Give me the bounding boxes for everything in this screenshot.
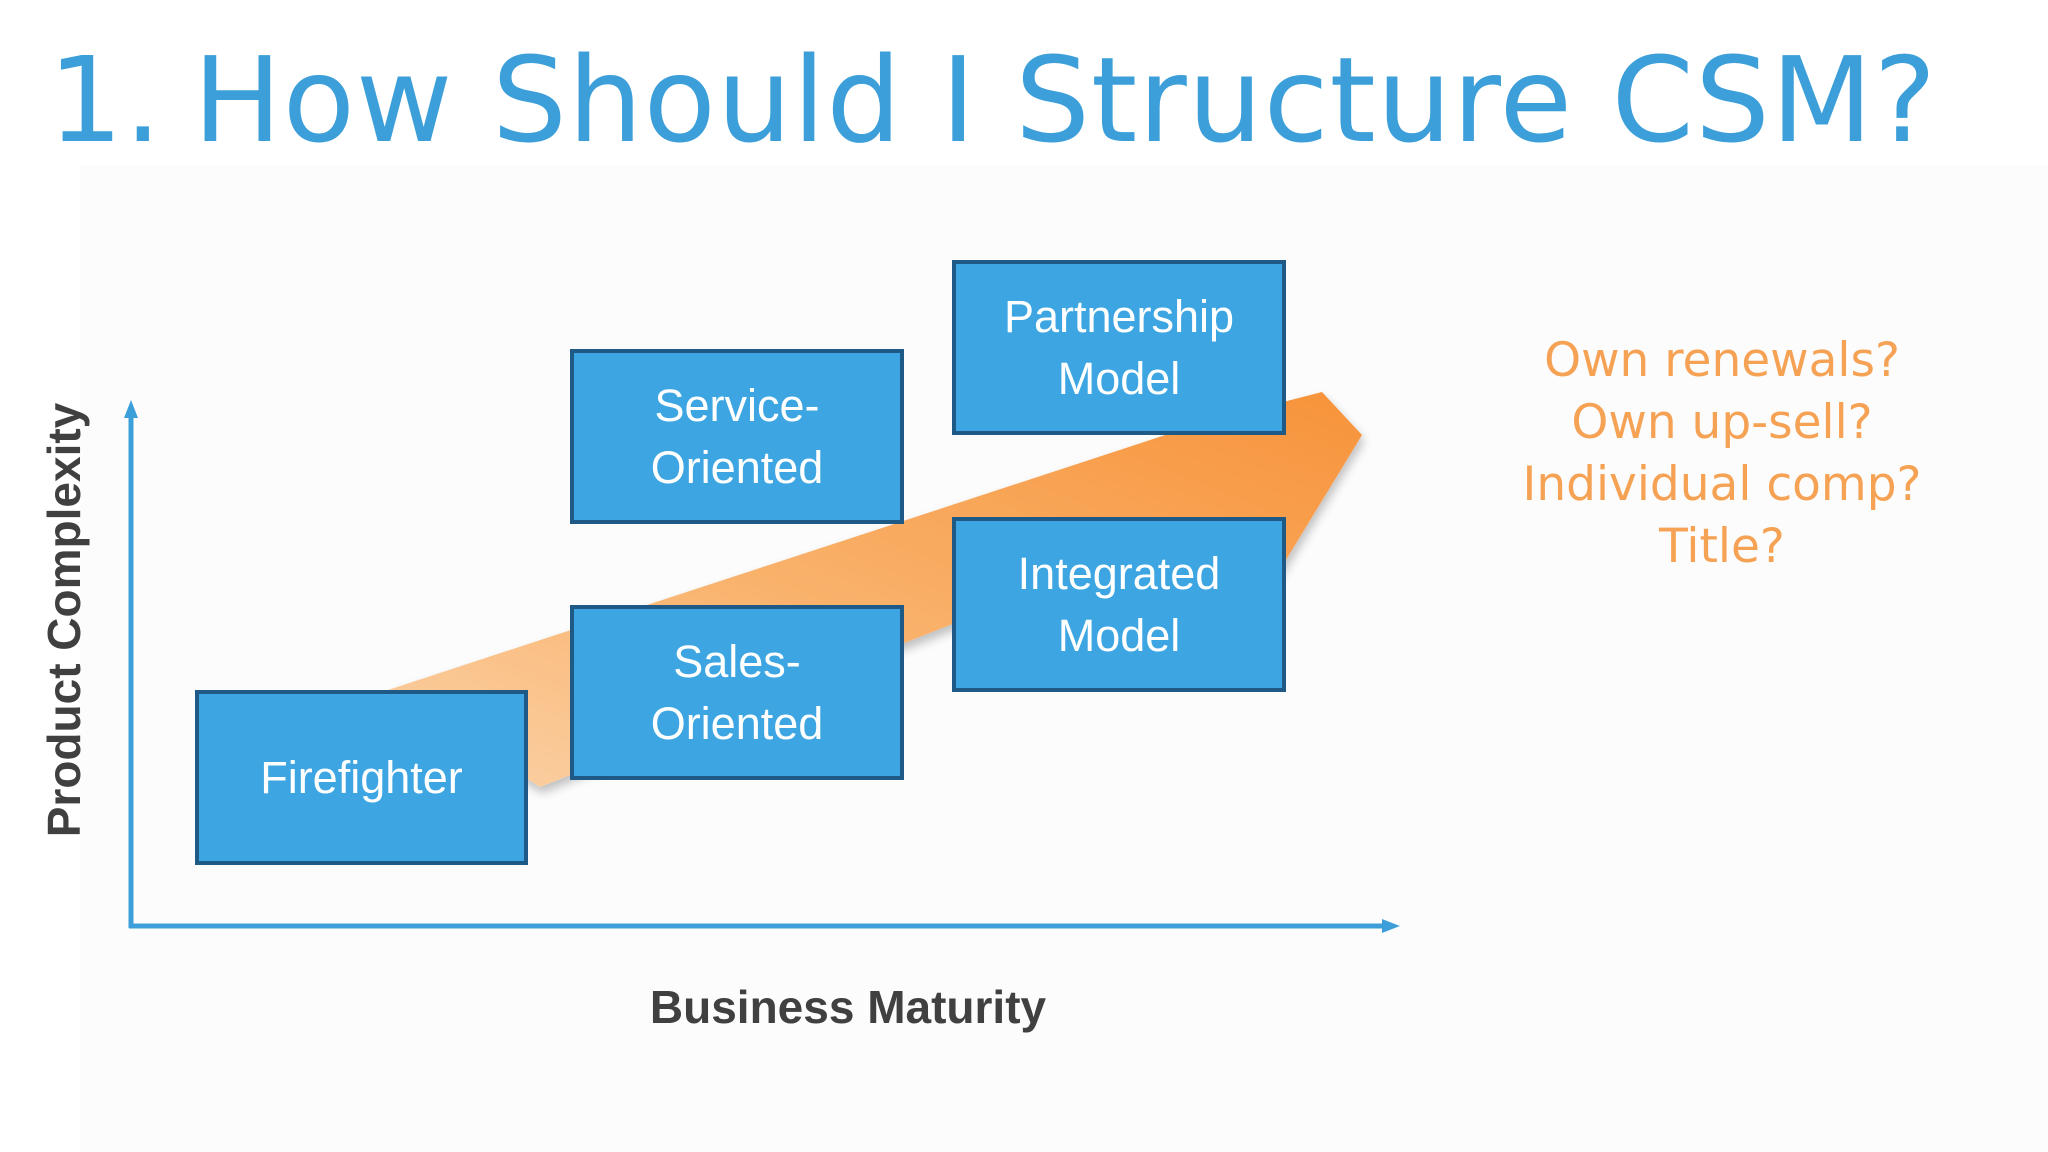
x-axis-arrowhead (1382, 919, 1400, 933)
question-title: Title? (1659, 519, 1785, 574)
box-partnership-model-line1: Partnership (1003, 290, 1235, 342)
box-service-oriented-line2: Oriented (650, 441, 824, 493)
box-partnership-model-line2: Model (1057, 352, 1181, 404)
question-own-upsell: Own up-sell? (1571, 395, 1873, 450)
box-firefighter: Firefighter (195, 690, 528, 865)
y-axis-label: Product Complexity (38, 402, 90, 838)
slide-title: 1.How Should I Structure CSM? (48, 30, 1937, 170)
box-partnership-model: Partnership Model (952, 260, 1286, 435)
question-list: Own renewals? Own up-sell? Individual co… (1502, 330, 1942, 578)
x-axis-label: Business Maturity (649, 981, 1047, 1033)
title-text: How Should I Structure CSM? (193, 31, 1938, 169)
question-individual-comp: Individual comp? (1522, 457, 1922, 512)
box-service-oriented-line1: Service- (654, 379, 820, 431)
box-service-oriented: Service- Oriented (570, 349, 904, 524)
box-integrated-model: Integrated Model (952, 517, 1286, 692)
box-sales-oriented-line2: Oriented (650, 697, 824, 749)
y-axis-arrowhead (124, 400, 138, 418)
box-integrated-model-line2: Model (1057, 609, 1181, 661)
box-sales-oriented: Sales- Oriented (570, 605, 904, 780)
question-own-renewals: Own renewals? (1544, 333, 1900, 388)
box-sales-oriented-line1: Sales- (673, 635, 801, 687)
title-number: 1. (48, 31, 163, 169)
box-integrated-model-line1: Integrated (1017, 547, 1221, 599)
box-firefighter-label: Firefighter (260, 751, 463, 803)
